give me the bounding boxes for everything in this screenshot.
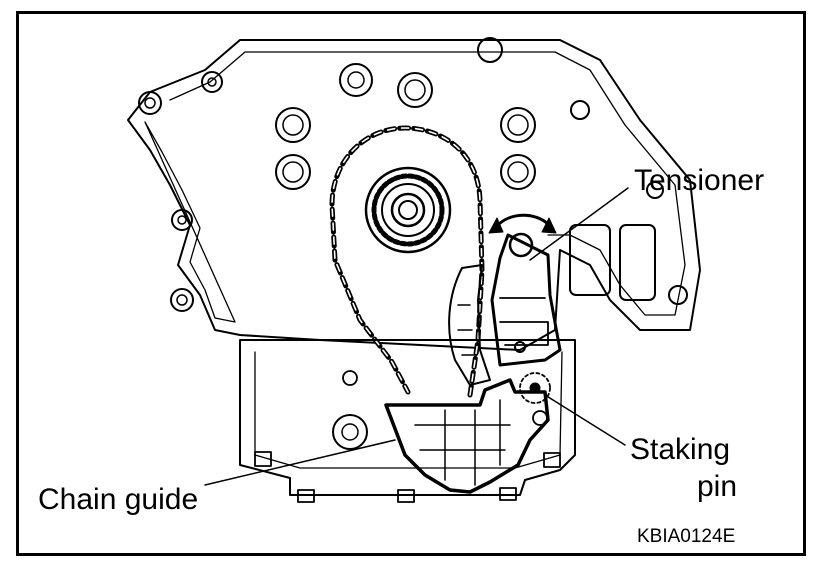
tensioner-plunger [499,297,549,346]
boss-top-center-inner [347,71,365,89]
boss-far-right-2 [646,181,664,199]
left-boss-2-hole [207,77,217,87]
bolt-5 [543,452,561,468]
boss-far-right-3 [668,285,688,305]
boss-far-right [570,100,590,120]
bolt-3 [397,489,415,503]
boss-mid-left [275,154,311,190]
sprocket-hub [390,192,426,228]
sprocket-outer [364,166,452,254]
left-boss-4 [170,288,194,312]
left-boss-1 [138,91,162,115]
right-pad-1 [569,224,611,296]
boss-right-3 [500,154,536,190]
rotation-arrow [495,213,550,228]
tensioner-bolt [514,341,526,353]
sprocket-hub-inner [398,200,418,220]
boss-mid-left-inner [282,161,304,183]
bolt-2 [297,489,315,503]
chain-guide-body [384,378,550,494]
staking-pin [529,382,541,394]
tensioner-label: Tensioner [634,164,765,197]
staking-pin-label-line1: Staking [630,433,731,466]
left-boss-1-hole [144,97,156,109]
boss-top-left [275,107,311,143]
boss-top-left-inner [282,114,304,136]
chain-guide-label: Chain guide [38,483,199,516]
boss-top-center [339,63,373,97]
tensioner-shoe-detail [457,304,477,356]
boss-right-2 [500,107,536,143]
tensioner-leader [529,187,629,261]
left-boss-3-hole [177,215,187,225]
staking-pin-highlight [519,372,551,404]
left-boss-4-hole [176,294,188,306]
right-pad-2 [619,224,656,301]
left-boss-3 [171,209,193,231]
boss-right-2-inner [507,114,529,136]
lower-boss-left-inner [341,423,359,441]
boss-right-3-inner [507,161,529,183]
tensioner-pivot [508,232,534,258]
figure-frame [16,11,806,556]
chain-guide-leader [204,439,396,486]
bolt-4 [499,487,517,501]
lower-boss-small [342,370,358,386]
chain-guide-ribs [414,399,511,486]
sprocket-mid [381,183,435,237]
figure-code: KBIA0124E [637,526,736,547]
staking-pin-label-line2: pin [697,470,738,503]
tensioner-shoe [448,264,491,386]
left-boss-2 [201,71,223,93]
rotation-arrow-head-right [541,217,557,234]
bolt-1 [254,451,272,467]
boss-top-right-inner [404,79,426,101]
staking-pin-leader [544,394,626,446]
tensioner-body [490,233,562,367]
boss-top-right [397,72,433,108]
lower-boss-left [332,414,368,450]
timing-chain-inner [331,127,483,396]
upper-block-inner [144,51,686,323]
boss-right-1 [477,37,503,63]
lower-block-inner [254,351,563,469]
rotation-arrow-head-left [488,217,504,234]
sprocket-teeth [371,173,445,247]
